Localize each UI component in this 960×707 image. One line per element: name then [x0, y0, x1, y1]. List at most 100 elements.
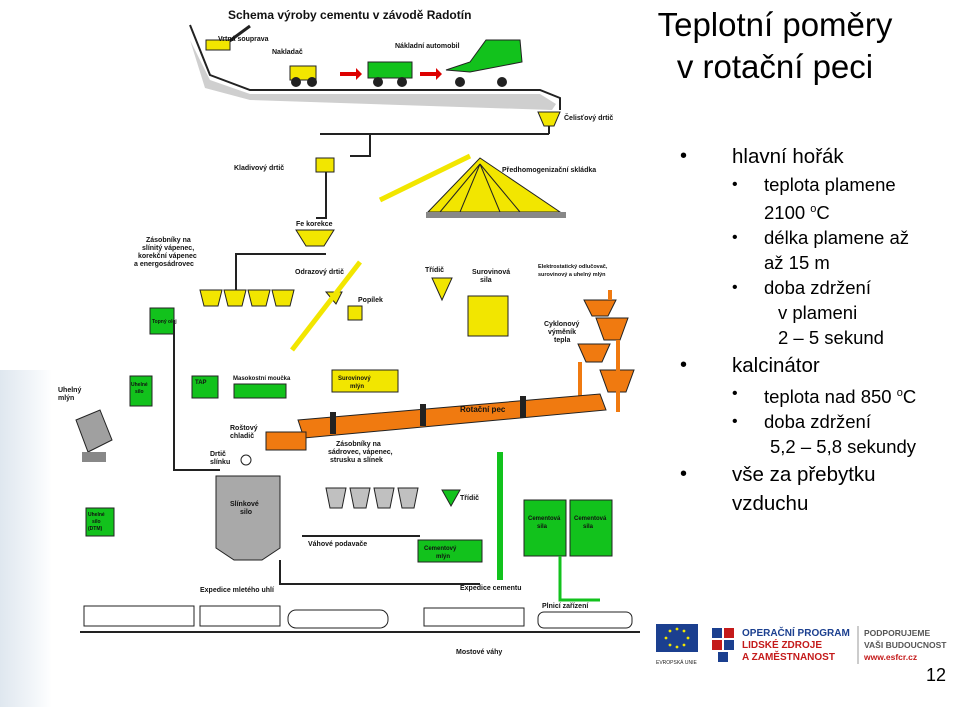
loader-icon: [289, 65, 317, 81]
label-zas1a: Zásobníky na: [146, 237, 191, 244]
label-dtm-c: (DTM): [88, 526, 102, 532]
label-uhelny-b: mlýn: [58, 395, 74, 402]
truck-loaded-icon: [367, 61, 413, 79]
coal-silo: [129, 375, 153, 407]
dwell-cont-1: v plameni: [778, 302, 858, 324]
label-kladivovy: Kladivový drtič: [234, 165, 284, 172]
label-elektro-a: Elektrostatický odlučovač,: [538, 264, 608, 270]
label-rostovy-b: chladič: [230, 433, 254, 440]
label-zas2a: Zásobníky na: [336, 441, 381, 448]
title-line-2: v rotační peci: [676, 48, 874, 85]
label-slinkove-a: Slínkové: [230, 501, 259, 508]
support-line-2: VAŠI BUDOUCNOST: [864, 639, 947, 650]
tanker-truck: [287, 609, 389, 629]
label-surmlyn-b: mlýn: [350, 384, 364, 390]
label-cem1a: Cementová: [528, 516, 561, 522]
cement-silo-1: [523, 499, 567, 557]
label-zas2c: strusku a slínek: [330, 457, 383, 464]
label-celist: Čelisťový drtič: [564, 113, 613, 122]
label-mostove: Mostové váhy: [456, 649, 502, 656]
railcar-1: [83, 605, 195, 627]
label-predhomog: Předhomogenizační skládka: [502, 167, 596, 174]
label-uhelne-a: Uhelné: [131, 382, 148, 388]
fuel-oil-tank: [149, 307, 175, 335]
footer-logos: EVROPSKÁ UNIE OPERAČNÍ PROGRAM LIDSKÉ ZD…: [652, 620, 952, 670]
page-number: 12: [926, 665, 947, 685]
eu-caption: EVROPSKÁ UNIE: [656, 659, 698, 666]
label-cyklon-c: tepla: [554, 337, 570, 344]
label-cemmlyn-b: mlýn: [436, 554, 450, 560]
support-url: www.esfcr.cz: [863, 652, 917, 662]
slide-title: Teplotní poměry v rotační peci: [610, 4, 940, 88]
label-surovinova-a: Surovinová: [472, 269, 510, 276]
bullet-calciner: kalcinátor: [680, 352, 960, 379]
label-uhelne-b: silo: [135, 389, 144, 395]
label-uhelny-a: Uhelný: [58, 387, 81, 394]
bullet-list: hlavní hořák teplota plamene 2100 oC dél…: [680, 143, 960, 517]
dump-truck-icon: [445, 39, 523, 73]
coal-silo-dtm: [85, 507, 115, 537]
label-drtic-b: slínku: [210, 459, 230, 466]
label-rostovy-a: Roštový: [230, 425, 258, 432]
label-drtic-a: Drtič: [210, 451, 226, 458]
label-fe: Fe korekce: [296, 221, 333, 228]
bullet-calciner-dwell: doba zdržení: [680, 409, 960, 434]
label-rotacni: Rotační pec: [460, 405, 506, 414]
label-cyklon-b: výměník: [548, 329, 576, 336]
op-line-3: A ZAMĚSTNANOST: [742, 650, 835, 663]
label-zas1d: a energosádrovec: [134, 261, 194, 268]
bullet-dwell: doba zdržení: [680, 275, 960, 300]
background-shade: [0, 370, 52, 707]
excess-air-cont: vzduchu: [732, 492, 809, 516]
calciner-dwell-cont: 5,2 – 5,8 sekundy: [770, 436, 917, 458]
flame-length-cont: až 15 m: [764, 252, 830, 274]
label-surovinova-b: sila: [480, 277, 492, 284]
raw-mill: [331, 369, 399, 393]
cement-mill: [417, 539, 483, 563]
label-dtm-b: silo: [92, 519, 101, 525]
label-cyklon-a: Cyklonový: [544, 321, 580, 328]
bullet-flame-temp-label: teplota plamene: [680, 172, 960, 197]
label-popilek: Popílek: [358, 297, 383, 304]
label-cem2b: sila: [583, 524, 594, 530]
title-line-1: Teplotní poměry: [657, 6, 893, 43]
label-topny-olej: Topný olej: [152, 319, 177, 325]
label-slinkove-b: silo: [240, 509, 252, 516]
bullet-burner: hlavní hořák: [680, 143, 960, 170]
drill-rig-icon: [205, 39, 231, 51]
support-line-1: PODPORUJEME: [864, 628, 930, 638]
cement-silo-2: [569, 499, 613, 557]
label-auto: Nákladní automobil: [395, 43, 460, 50]
label-tridic2: Třídič: [460, 495, 479, 502]
label-cem1b: sila: [537, 524, 548, 530]
label-exp-cementu: Expedice cementu: [460, 585, 521, 592]
op-line-2: LIDSKÉ ZDROJE: [742, 638, 822, 651]
label-zas1c: korekční vápenec: [138, 253, 197, 260]
diagram-title: Schema výroby cementu v závodě Radotín: [228, 8, 471, 22]
label-surmlyn-a: Surovinový: [338, 376, 371, 382]
label-zas2b: sádrovec, vápenec,: [328, 449, 393, 456]
bullet-excess-air: vše za přebytku: [680, 461, 960, 488]
cement-truck: [537, 611, 633, 629]
label-vrtna: Vrtná souprava: [218, 36, 269, 43]
label-elektro-b: surovinový a uhelný mlýn: [538, 272, 606, 278]
rotary-kiln: [297, 393, 607, 439]
raw-silo: [467, 295, 509, 337]
bullet-calciner-temp: teplota nad 850 oC: [680, 381, 960, 409]
label-dtm-a: Uhelné: [88, 512, 105, 518]
label-nakladac: Nakladač: [272, 49, 303, 56]
label-cemmlyn-a: Cementový: [424, 546, 457, 552]
cement-production-diagram: Schema výroby cementu v závodě Radotín V…: [40, 0, 650, 672]
dwell-cont-2: 2 – 5 sekund: [778, 327, 884, 349]
label-masokostni: Masokostní moučka: [233, 376, 291, 382]
label-tap: TAP: [195, 380, 207, 386]
label-vahove: Váhové podavače: [308, 541, 367, 548]
label-zas1b: slínitý vápenec,: [142, 245, 194, 252]
clinker-silo: [215, 475, 281, 561]
label-odrazovy: Odrazový drtič: [295, 269, 344, 276]
label-plnici: Plnicí zařízení: [542, 603, 589, 610]
label-exp-uhli: Expedice mletého uhlí: [200, 587, 275, 594]
op-line-1: OPERAČNÍ PROGRAM: [742, 626, 850, 639]
bullet-flame-length: délka plamene až: [680, 225, 960, 250]
label-cem2a: Cementová: [574, 516, 607, 522]
